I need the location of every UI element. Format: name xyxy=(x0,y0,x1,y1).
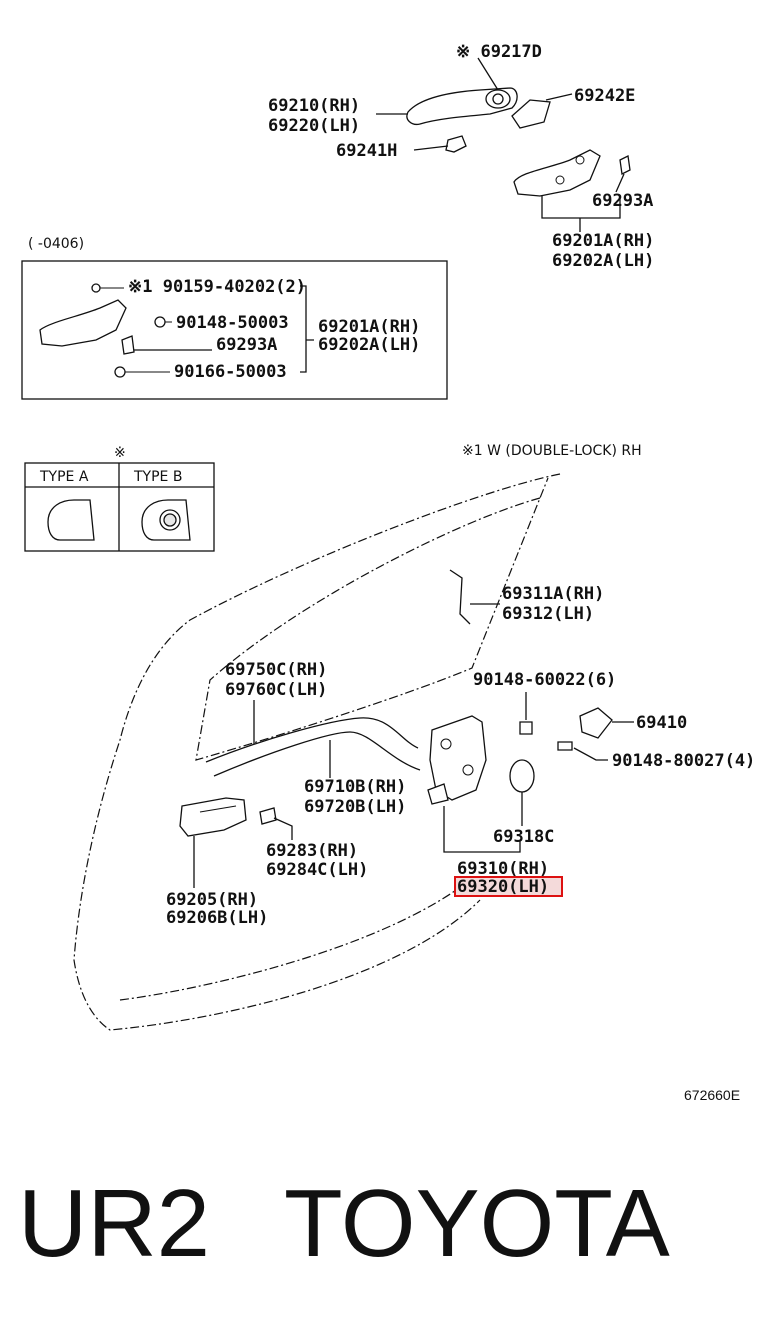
label-69750C: 69750C(RH) xyxy=(225,660,327,680)
label-90148-60022: 90148-60022(6) xyxy=(473,670,616,690)
inside-handle-detail xyxy=(199,805,237,813)
type-a-cap-icon xyxy=(47,499,95,541)
label-69293A-top: 69293A xyxy=(592,191,653,211)
footer-code: UR2 xyxy=(18,1170,210,1277)
inside-handle-shape xyxy=(179,797,247,837)
label-69310: 69310(RH) xyxy=(457,859,549,879)
label-69242E: 69242E xyxy=(574,86,635,106)
label-90148-80027: 90148-80027(4) xyxy=(612,751,755,771)
key-hole-shape xyxy=(492,93,504,105)
inset-bolt4-label: 90166-50003 xyxy=(174,362,287,382)
label-69220: 69220(LH) xyxy=(268,116,360,136)
inset-asm-rh: 69201A(RH) xyxy=(318,317,420,337)
outside-handle-group: ※ 69217D 69210(RH) 69220(LH) 69242E 6924… xyxy=(268,42,654,271)
bracket-69201A-top xyxy=(541,196,621,232)
leader-69283 xyxy=(273,817,293,840)
label-69201A-top: 69201A(RH) xyxy=(552,231,654,251)
label-69720B: 69720B(LH) xyxy=(304,797,406,817)
window-frame xyxy=(195,477,549,761)
inset-clip-shape xyxy=(121,335,135,355)
lock-hole-1 xyxy=(440,738,452,750)
label-69311A: 69311A(RH) xyxy=(502,584,604,604)
door-drawing: 69311A(RH) 69312(LH) 69750C(RH) 69760C(L… xyxy=(73,473,755,1031)
inset-bolt2-shape xyxy=(154,316,166,328)
label-69206B: 69206B(LH) xyxy=(166,908,268,928)
label-69205: 69205(RH) xyxy=(166,890,258,910)
door-inner-line xyxy=(119,879,471,1001)
label-69202A-top: 69202A(LH) xyxy=(552,251,654,271)
inset-range: ( -0406) xyxy=(28,236,84,252)
inset-bolt3-label: 69293A xyxy=(216,335,277,355)
handle-frame-shape xyxy=(513,149,601,197)
inset-bracket xyxy=(300,285,314,373)
label-69284C: 69284C(LH) xyxy=(266,860,368,880)
leader-90148-80027 xyxy=(573,747,608,761)
type-b-keyhole-inner xyxy=(163,513,177,527)
inset-bolt4-shape xyxy=(114,366,126,378)
inset-frame-shape xyxy=(39,299,127,347)
label-69710B: 69710B(RH) xyxy=(304,777,406,797)
inset-asm-lh: 69202A(LH) xyxy=(318,335,420,355)
inset-bolt2-label: 90148-50003 xyxy=(176,313,289,333)
frame-hole-2 xyxy=(555,175,565,185)
label-69217D: ※ 69217D xyxy=(456,42,542,62)
leader-69242E xyxy=(545,93,573,101)
leader-69217D xyxy=(477,57,499,91)
grommet-69318C-shape xyxy=(509,759,535,793)
label-69210: 69210(RH) xyxy=(268,96,360,116)
screw-90148-80027-shape xyxy=(557,741,573,751)
highlight-69320 xyxy=(454,876,563,897)
cable-69750C-shape xyxy=(205,717,419,763)
leader-69293A-top xyxy=(615,173,625,193)
inset-bolt1-label: ※1 90159-40202(2) xyxy=(128,277,306,297)
inset-bolt1-shape xyxy=(91,283,101,293)
clip-69293A-shape xyxy=(619,155,631,175)
footer-brand: TOYOTA xyxy=(284,1170,670,1277)
double-lock-note: ※1 W (DOUBLE-LOCK) RH xyxy=(462,443,642,459)
type-a-header: TYPE A xyxy=(39,469,89,485)
label-69312: 69312(LH) xyxy=(502,604,594,624)
screw-90148-60022-shape xyxy=(519,721,533,735)
frame-hole-1 xyxy=(575,155,585,165)
label-69241H: 69241H xyxy=(336,141,397,161)
clip-69283-shape xyxy=(259,807,277,825)
inset-border xyxy=(21,260,448,400)
label-69320: 69320(LH) xyxy=(457,877,549,897)
inset-box: ( -0406) ※1 90159-40202(2) 90148-50003 6… xyxy=(21,236,448,400)
rod-69311A-shape xyxy=(449,569,471,625)
lock-hole-2 xyxy=(462,764,474,776)
bracket-69310 xyxy=(443,806,521,853)
door-lock-shape xyxy=(429,715,487,801)
pad-69242E-shape xyxy=(511,99,551,129)
label-69410: 69410 xyxy=(636,713,687,733)
striker-69410-shape xyxy=(579,707,613,739)
door-outline xyxy=(73,473,561,1031)
type-b-header: TYPE B xyxy=(133,469,182,485)
type-table: ※ TYPE A TYPE B xyxy=(24,445,215,552)
type-table-mark: ※ xyxy=(114,445,126,461)
label-69760C: 69760C(LH) xyxy=(225,680,327,700)
cable-69710B-shape xyxy=(213,731,421,777)
pad-69241H-shape xyxy=(445,135,467,153)
label-69318C: 69318C xyxy=(493,827,554,847)
figure-ref: 672660E xyxy=(684,1087,740,1103)
label-69283: 69283(RH) xyxy=(266,841,358,861)
lock-lever-shape xyxy=(427,783,449,805)
leader-69241H xyxy=(413,145,449,151)
